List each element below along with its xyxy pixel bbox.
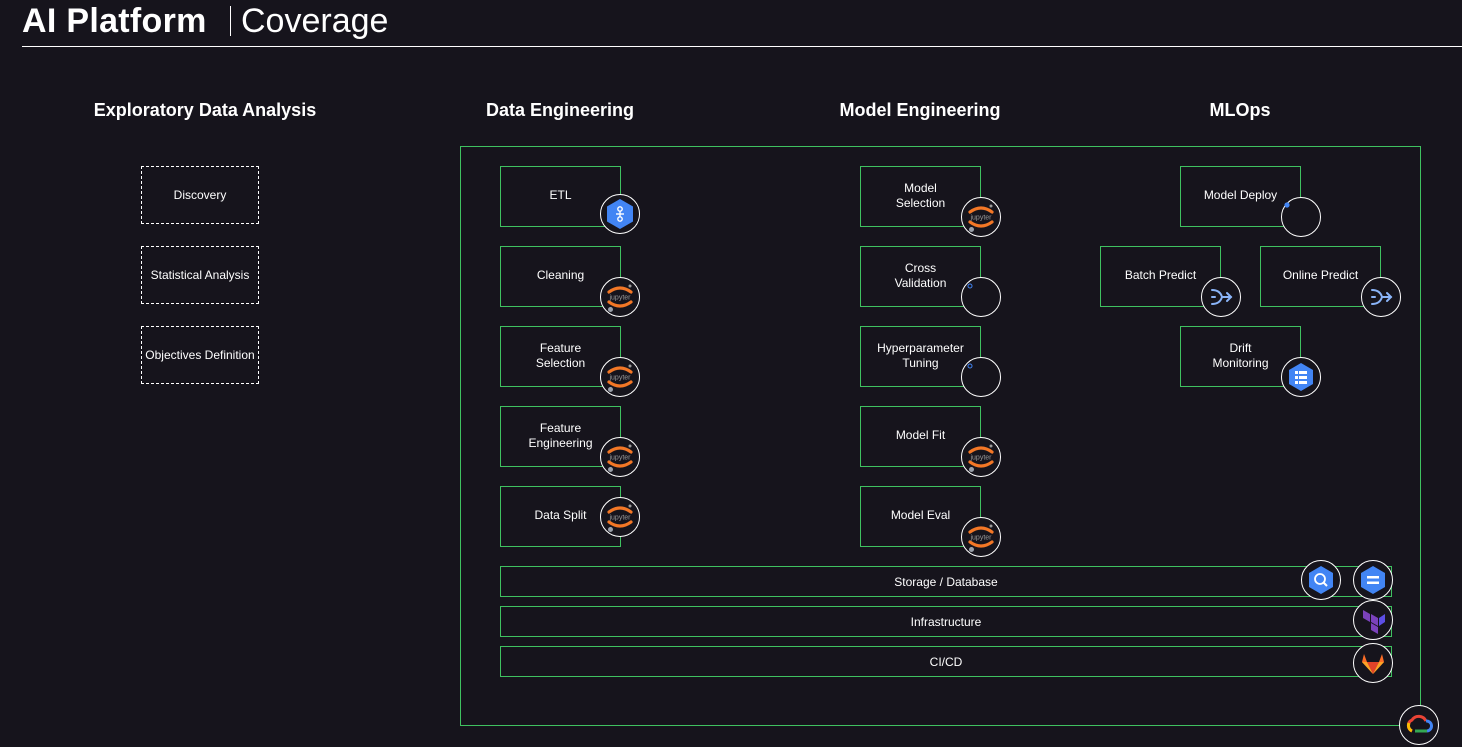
jupyter-icon: jupyter	[600, 497, 640, 537]
drift-monitoring-label: Drift Monitoring	[1212, 340, 1269, 370]
column-heading-data-engineering: Data Engineering	[485, 100, 635, 120]
etl-label: ETL	[549, 188, 572, 202]
model-selection-label: Model Selection	[895, 180, 946, 210]
badge-dot	[969, 547, 974, 552]
cloud-sql-icon	[1353, 560, 1393, 600]
vertex-ai-icon	[961, 277, 1001, 317]
jupyter-wordmark: jupyter	[969, 535, 992, 542]
online-predict-label: Online Predict	[1282, 268, 1359, 282]
cleaning-box: Cleaning	[500, 246, 621, 307]
column-heading-eda: Exploratory Data Analysis	[93, 100, 317, 120]
jupyter-wordmark: jupyter	[969, 455, 992, 462]
badge-dot	[608, 387, 613, 392]
model-deploy-box: Model Deploy	[1180, 166, 1301, 227]
eda-statistical-analysis-box: Statistical Analysis	[141, 246, 259, 304]
model-eval-box: Model Eval	[860, 486, 981, 547]
column-heading-model-engineering: Model Engineering	[839, 100, 1001, 120]
feature-selection-box: Feature Selection	[500, 326, 621, 387]
cross-validation-label: Cross Validation	[894, 260, 947, 290]
model-fit-label: Model Fit	[895, 428, 946, 442]
bigquery-icon	[1301, 560, 1341, 600]
terraform-icon	[1353, 600, 1393, 640]
model-fit-box: Model Fit	[860, 406, 981, 467]
vertex-ai-icon	[961, 357, 1001, 397]
feature-engineering-box: Feature Engineering	[500, 406, 621, 467]
pubsub-icon	[1361, 277, 1401, 317]
badge-dot	[969, 227, 974, 232]
model-eval-label: Model Eval	[890, 508, 951, 522]
jupyter-icon: jupyter	[961, 437, 1001, 477]
online-predict-box: Online Predict	[1260, 246, 1381, 307]
jupyter-wordmark: jupyter	[608, 455, 631, 462]
cicd-bar: CI/CD	[500, 646, 1392, 677]
storage-database-bar: Storage / Database	[500, 566, 1392, 597]
jupyter-wordmark: jupyter	[608, 375, 631, 382]
monitoring-icon	[1281, 357, 1321, 397]
badge-dot	[608, 527, 613, 532]
batch-predict-label: Batch Predict	[1124, 268, 1197, 282]
jupyter-icon: jupyter	[600, 277, 640, 317]
pubsub-icon	[1201, 277, 1241, 317]
hyperparameter-tuning-box: Hyperparameter Tuning	[860, 326, 981, 387]
gitlab-icon	[1353, 643, 1393, 683]
column-heading-mlops: MLOps	[1209, 100, 1271, 120]
eda-objectives-definition-box: Objectives Definition	[141, 326, 259, 384]
drift-monitoring-box: Drift Monitoring	[1180, 326, 1301, 387]
platform-frame	[460, 146, 1421, 726]
jupyter-wordmark: jupyter	[608, 295, 631, 302]
dataflow-icon	[600, 194, 640, 234]
hyperparameter-tuning-label: Hyperparameter Tuning	[877, 340, 964, 370]
cleaning-label: Cleaning	[536, 268, 585, 282]
badge-dot	[608, 307, 613, 312]
data-split-label: Data Split	[534, 508, 587, 522]
page-subtitle: Coverage	[241, 2, 389, 40]
google-cloud-icon	[1399, 705, 1439, 745]
badge-dot	[969, 467, 974, 472]
jupyter-icon: jupyter	[961, 197, 1001, 237]
title-divider	[230, 6, 231, 36]
infrastructure-bar: Infrastructure	[500, 606, 1392, 637]
badge-dot	[608, 467, 613, 472]
batch-predict-box: Batch Predict	[1100, 246, 1221, 307]
jupyter-wordmark: jupyter	[608, 515, 631, 522]
vertex-ai-icon	[1281, 197, 1321, 237]
feature-selection-label: Feature Selection	[535, 340, 586, 370]
jupyter-wordmark: jupyter	[969, 215, 992, 222]
model-deploy-label: Model Deploy	[1203, 188, 1278, 202]
jupyter-icon: jupyter	[600, 357, 640, 397]
data-split-box: Data Split	[500, 486, 621, 547]
header-bar: AI Platform Coverage	[22, 0, 1462, 47]
feature-engineering-label: Feature Engineering	[528, 420, 593, 450]
jupyter-icon: jupyter	[961, 517, 1001, 557]
cross-validation-box: Cross Validation	[860, 246, 981, 307]
model-selection-box: Model Selection	[860, 166, 981, 227]
jupyter-icon: jupyter	[600, 437, 640, 477]
eda-discovery-box: Discovery	[141, 166, 259, 224]
page-title: AI Platform	[22, 2, 207, 40]
